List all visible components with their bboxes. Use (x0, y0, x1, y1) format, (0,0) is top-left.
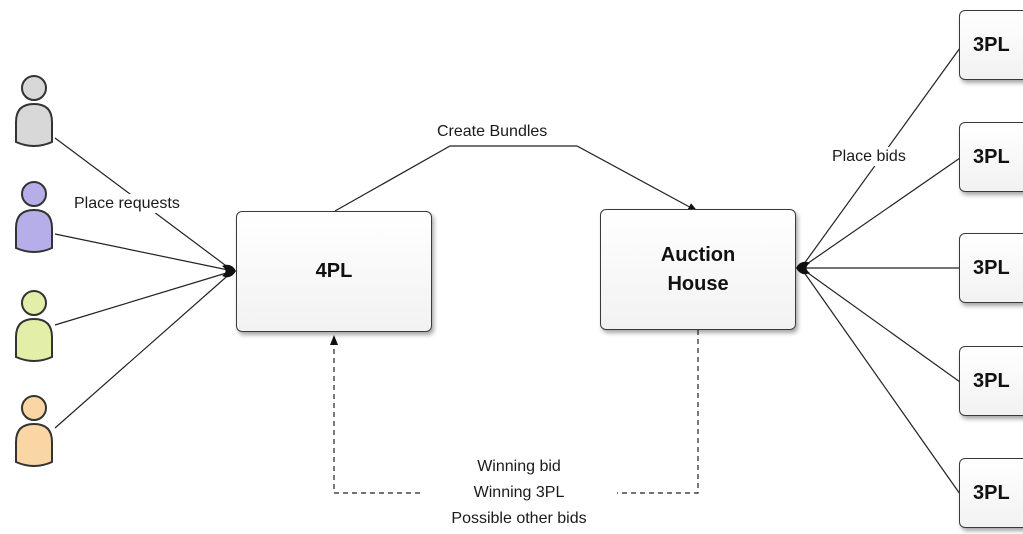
threepl-label: 3PL (973, 145, 1010, 168)
actor-body (15, 422, 53, 467)
join-marker-4pl (222, 264, 236, 278)
place-requests-label: Place requests (71, 194, 183, 213)
threepl-node: 3PL (959, 458, 1023, 528)
threepl-node: 3PL (959, 10, 1023, 80)
threepl-node: 3PL (959, 122, 1023, 192)
user-icon (15, 290, 53, 362)
request-line-4 (54, 270, 234, 429)
join-marker-auction (796, 261, 810, 275)
threepl-label: 3PL (973, 33, 1010, 56)
actor-body (15, 102, 53, 147)
request-line-3 (54, 270, 234, 326)
auction-house-label: Auction House (660, 243, 736, 295)
threepl-label: 3PL (973, 369, 1010, 392)
actor-head (21, 395, 47, 421)
bid-line-5 (800, 267, 961, 495)
bid-line-2 (800, 157, 961, 269)
threepl-label: 3PL (973, 481, 1010, 504)
actor-head (21, 290, 47, 316)
result-label: Winning bid Winning 3PL Possible other b… (421, 454, 617, 532)
user-icon (15, 181, 53, 253)
user-icon (15, 75, 53, 147)
auction-house-node: Auction House (600, 209, 796, 330)
place-bids-label: Place bids (829, 147, 909, 166)
actor-body (15, 317, 53, 362)
actor-head (21, 75, 47, 101)
user-icon (15, 395, 53, 467)
threepl-node: 3PL (959, 233, 1023, 303)
create-bundles-connector (334, 145, 698, 212)
create-bundles-label: Create Bundles (434, 122, 551, 141)
actor-body (15, 208, 53, 253)
bid-line-4 (800, 267, 961, 383)
fourpl-label: 4PL (315, 260, 353, 282)
actor-head (21, 181, 47, 207)
threepl-node: 3PL (959, 346, 1023, 416)
request-line-2 (54, 233, 234, 272)
threepl-label: 3PL (973, 256, 1010, 279)
fourpl-node: 4PL (236, 211, 432, 332)
